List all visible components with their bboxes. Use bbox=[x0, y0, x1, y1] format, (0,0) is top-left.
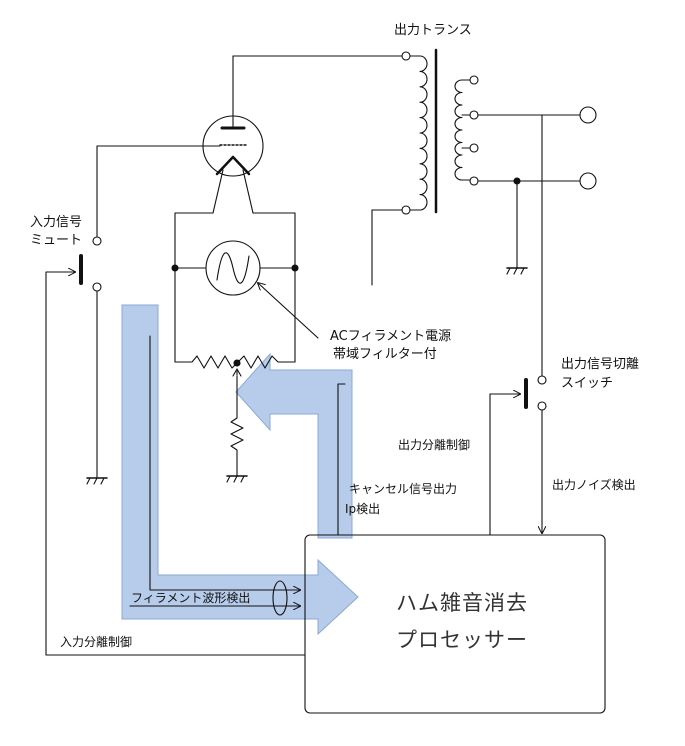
input-mute-label-line2: ミュート bbox=[30, 233, 83, 248]
input-mute-switch bbox=[79, 236, 102, 479]
processor-label-line2: プロセッサー bbox=[396, 628, 528, 652]
input-mute-label-line1: 入力信号 bbox=[30, 215, 83, 230]
ground-symbol-output bbox=[506, 267, 528, 275]
ground-symbol-filament bbox=[226, 475, 248, 483]
filament-waveform-detect-label: フィラメント波形検出 bbox=[131, 591, 251, 605]
ac-filament-label-line2: 帯域フィルター付 bbox=[333, 347, 437, 362]
output-noise-detect-label: 出力ノイズ検出 bbox=[552, 478, 636, 492]
ac-filament-label-line1: ACフィラメント電源 bbox=[330, 329, 452, 344]
ac-source bbox=[205, 240, 261, 296]
processor-label-line1: ハム雑音消去 bbox=[396, 591, 528, 615]
output-sep-control-label: 出力分離制御 bbox=[398, 438, 471, 452]
input-sep-control-label: 入力分離制御 bbox=[60, 635, 133, 649]
filament-detect-flow-arrow bbox=[121, 304, 359, 636]
hum-balance-pot bbox=[174, 355, 296, 377]
output-cut-switch-label-line1: 出力信号切離 bbox=[561, 357, 640, 372]
ip-detect-label: Ip検出 bbox=[345, 502, 381, 516]
output-cut-switch bbox=[524, 375, 547, 411]
output-transformer bbox=[371, 48, 479, 286]
ground-symbol-input bbox=[86, 477, 108, 485]
cancel-signal-output-label: キャンセル信号出力 bbox=[349, 482, 458, 496]
output-cut-switch-label-line2: スイッチ bbox=[561, 376, 614, 391]
cancel-signal-flow-arrow bbox=[235, 352, 353, 539]
output-transformer-label: 出力トランス bbox=[394, 23, 472, 38]
resistor-ground bbox=[230, 411, 244, 477]
vacuum-tube bbox=[202, 55, 264, 177]
processor-box bbox=[304, 534, 606, 714]
